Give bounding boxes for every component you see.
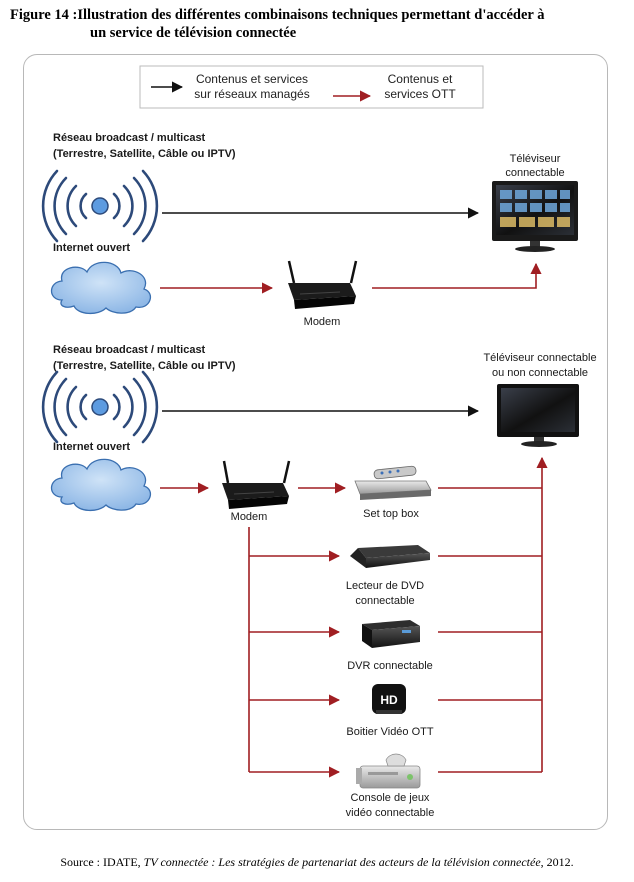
modem-label-2: Modem — [231, 511, 268, 523]
tv-label-1b: connectable — [505, 167, 564, 179]
dvd-label-1: Lecteur de DVD — [346, 580, 424, 592]
tv-icon — [497, 384, 579, 447]
internet-cloud-icon — [50, 261, 152, 315]
broadcast-sublabel-1: (Terrestre, Satellite, Câble ou IPTV) — [53, 148, 236, 160]
set-top-box-icon — [354, 465, 432, 500]
source-caption: Source : IDATE, TV connectée : Les strat… — [0, 855, 634, 870]
section-1: Réseau broadcast / multicast (Terrestre,… — [41, 132, 578, 328]
dvr-label: DVR connectable — [347, 660, 433, 672]
figure-title-line1: Figure 14 :Illustration des différentes … — [10, 7, 545, 23]
legend-ott-label-2: services OTT — [384, 87, 456, 101]
modem-icon-1 — [287, 260, 358, 309]
console-label-1: Console de jeux — [351, 792, 430, 804]
source-prefix: Source : IDATE, — [60, 855, 144, 869]
broadcast-signal-icon — [41, 169, 159, 243]
source-suffix: , 2012. — [540, 855, 574, 869]
dvd-label-2: connectable — [355, 595, 414, 607]
tv-label-2b: ou non connectable — [492, 367, 588, 379]
ott-box-icon: HD — [372, 684, 406, 714]
tv-label-1a: Téléviseur — [510, 153, 561, 165]
source-title: TV connectée : Les stratégies de partena… — [143, 855, 541, 869]
internet-label-1: Internet ouvert — [53, 242, 130, 254]
modem-label-1: Modem — [304, 316, 341, 328]
tv-label-2a: Téléviseur connectable — [483, 352, 596, 364]
legend-box — [139, 65, 484, 109]
internet-label-2: Internet ouvert — [53, 441, 130, 453]
console-label-2: vidéo connectable — [346, 807, 435, 819]
dvr-icon — [362, 620, 420, 648]
set-top-box-label: Set top box — [363, 508, 419, 520]
broadcast-sublabel-2: (Terrestre, Satellite, Câble ou IPTV) — [53, 360, 236, 372]
dvd-player-icon — [350, 545, 430, 568]
legend: Contenus et services sur réseaux managés… — [139, 65, 484, 109]
broadcast-label-2: Réseau broadcast / multicast — [53, 344, 206, 356]
legend-managed-label-1: Contenus et services — [196, 72, 308, 86]
broadcast-label-1: Réseau broadcast / multicast — [53, 132, 206, 144]
internet-cloud-icon — [50, 458, 152, 512]
modem-icon-2 — [222, 460, 291, 509]
ott-badge-text: HD — [380, 693, 398, 707]
broadcast-signal-icon — [41, 370, 159, 444]
modem-to-tv-arrow-1 — [372, 262, 542, 289]
section-2: Réseau broadcast / multicast (Terrestre,… — [41, 344, 597, 819]
game-console-icon — [356, 753, 421, 789]
figure-title-line2: un service de télévision connectée — [90, 25, 297, 41]
figure-title: Figure 14 :Illustration des différentes … — [10, 6, 626, 42]
legend-ott-label-1: Contenus et — [388, 72, 453, 86]
connected-tv-icon — [492, 181, 578, 252]
diagram-frame — [23, 54, 608, 830]
legend-managed-label-2: sur réseaux managés — [194, 87, 309, 101]
ott-label: Boitier Vidéo OTT — [346, 726, 434, 738]
